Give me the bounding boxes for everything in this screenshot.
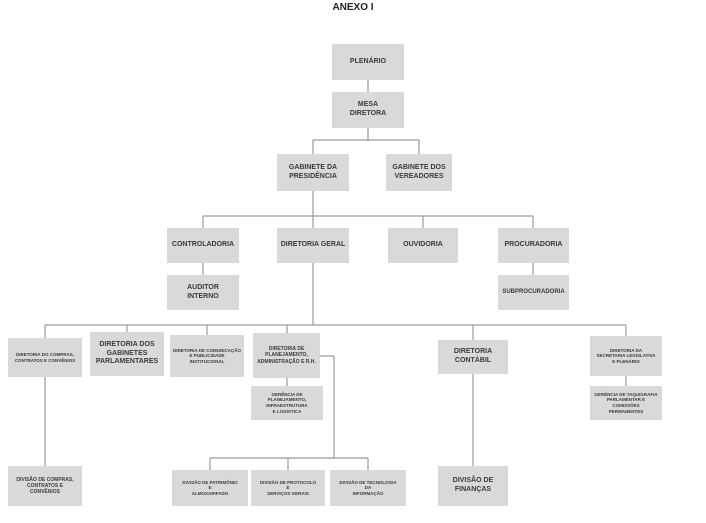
node-gabinete-presidencia: GABINETE DA PRESIDÊNCIA: [277, 154, 349, 191]
node-plenario: PLENÁRIO: [332, 44, 404, 80]
node-divisao-financas: DIVISÃO DE FINANÇAS: [438, 466, 508, 506]
node-diretoria-gabinetes: DIRETORIA DOS GABINETES PARLAMENTARES: [90, 332, 164, 376]
node-divisao-patrimonio: DIVISÃO DE PATRIMÔNIO E ALMOXARIFADO: [172, 470, 248, 506]
node-subprocuradoria: SUBPROCURADORIA: [498, 275, 569, 310]
node-gerencia-taquigrafia: GERÊNCIA DE TAQUIGRAFIA PARLAMENTAR E CO…: [590, 386, 662, 420]
node-procuradoria: PROCURADORIA: [498, 228, 569, 263]
page-title: ANEXO I: [332, 2, 374, 13]
node-divisao-tecnologia: DIVISÃO DE TECNOLOGIA DA INFORMAÇÃO: [330, 470, 406, 506]
node-divisao-protocolo: DIVISÃO DE PROTOCOLO E SERVIÇOS GERAIS: [251, 470, 325, 506]
node-diretoria-secretaria: DIRETORIA DA SECRETARIA LEGISLATIVA E PL…: [590, 336, 662, 376]
node-divisao-compras: DIVISÃO DE COMPRAS, CONTRATOS E CONVÊNIO…: [8, 466, 82, 506]
node-ouvidoria: OUVIDORIA: [388, 228, 458, 263]
node-mesa-diretora: MESA DIRETORA: [332, 92, 404, 128]
node-diretoria-comunicacao: DIRETORIA DE COMUNICAÇÃO E PUBLICIDADE I…: [170, 335, 244, 377]
node-diretoria-compras: DIRETORIA DO COMPRAS, CONTRATOS E CONVÊN…: [8, 338, 82, 377]
node-controladoria: CONTROLADORIA: [167, 228, 239, 263]
node-diretoria-contabil: DIRETORIA CONTÁBIL: [438, 340, 508, 374]
node-diretoria-planejamento: DIRETORIA DE PLANEJAMENTO, ADMINISTRAÇÃO…: [253, 333, 320, 378]
node-auditor-interno: AUDITOR INTERNO: [167, 275, 239, 310]
node-gerencia-planejamento: GERÊNCIA DE PLANEJAMENTO, INFRAESTRUTURA…: [251, 386, 323, 420]
node-diretoria-geral: DIRETORIA GERAL: [277, 228, 349, 263]
node-gabinete-vereadores: GABINETE DOS VEREADORES: [386, 154, 452, 191]
